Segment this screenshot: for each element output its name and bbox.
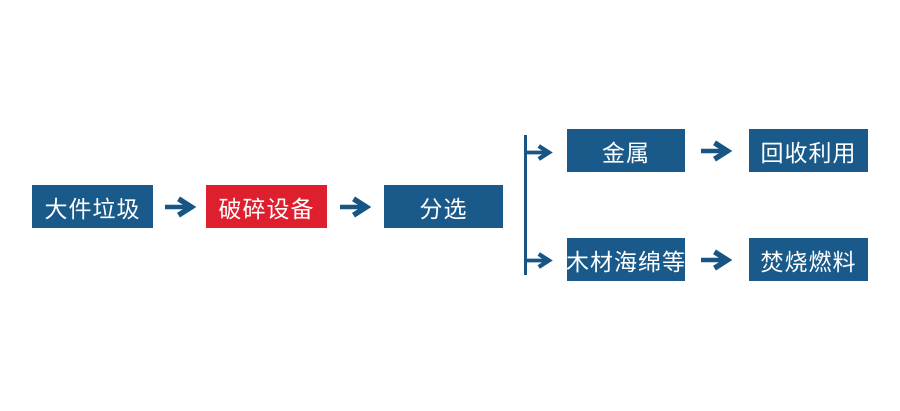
node-recycling: 回收利用 <box>749 129 868 172</box>
arrow-right-icon <box>163 195 196 219</box>
arrow-right-icon <box>699 139 732 163</box>
node-sorting: 分选 <box>384 185 503 228</box>
arrow-right-icon <box>526 251 553 270</box>
node-metal: 金属 <box>567 129 685 172</box>
branch-connector-line <box>524 135 527 275</box>
node-wood-sponge: 木材海绵等 <box>566 238 685 281</box>
node-bulky-waste: 大件垃圾 <box>32 185 153 228</box>
node-incineration-fuel: 焚烧燃料 <box>749 238 868 281</box>
arrow-right-icon <box>699 248 732 272</box>
arrow-right-icon <box>338 195 371 219</box>
arrow-right-icon <box>526 143 553 162</box>
node-crushing-equipment: 破碎设备 <box>206 185 327 228</box>
